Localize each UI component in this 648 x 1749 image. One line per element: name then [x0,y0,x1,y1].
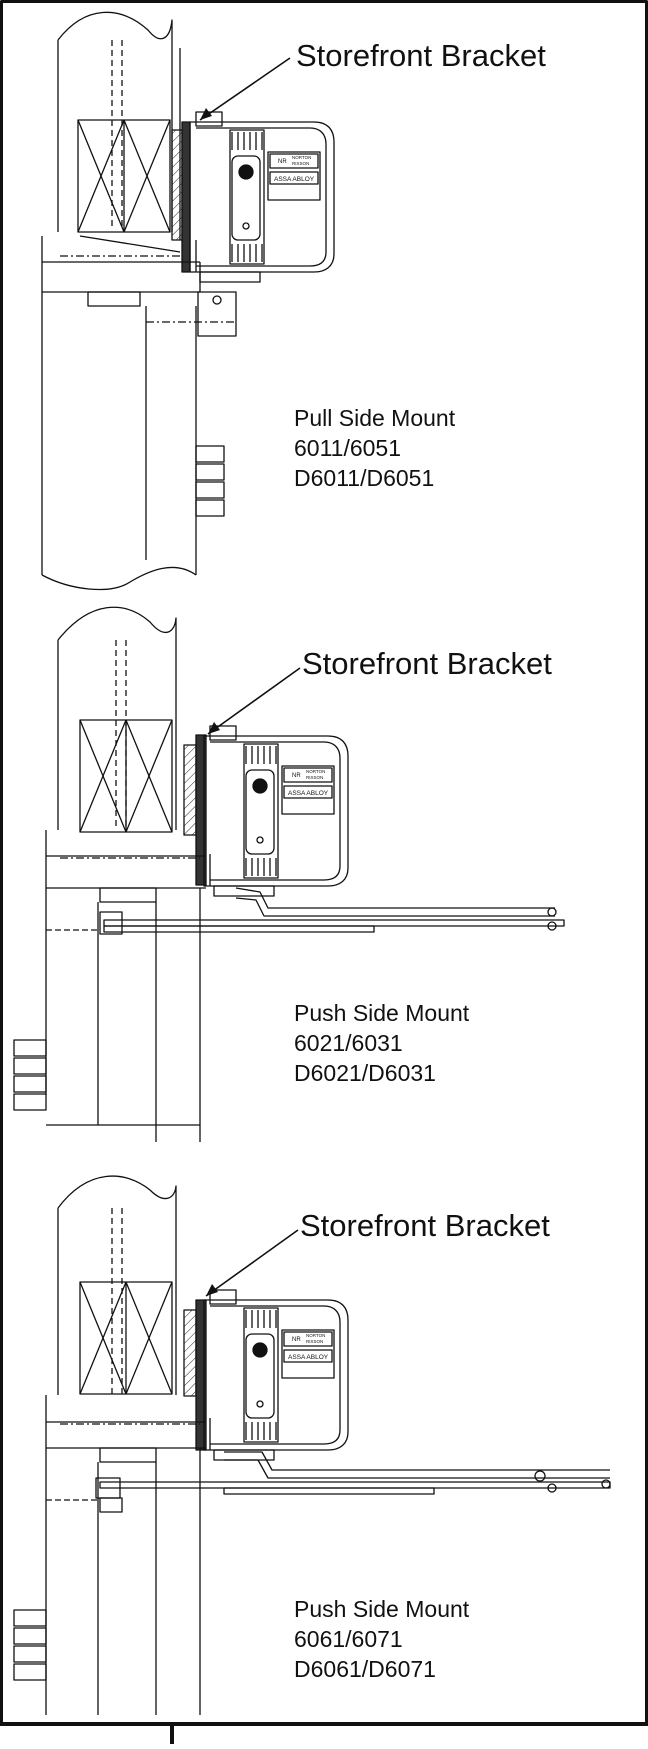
brand-line3-1: ASSA ABLOY [274,176,315,183]
brand-mark-2: NR [292,773,301,779]
brand-line3-3: ASSA ABLOY [288,1354,329,1361]
brand-line2-1: RIXSON [292,161,309,166]
callout-storefront-bracket-2: Storefront Bracket [302,646,552,681]
panel-pull-side [41,11,335,591]
leader-line-2 [207,667,301,735]
model-numbers-d-2: D6021/D6031 [294,1060,436,1086]
mount-title-1: Pull Side Mount [294,405,456,431]
leader-line-1 [199,57,291,121]
brand-labels: NR NORTON RIXSON ASSA ABLOY NR NORTON RI… [274,155,329,1361]
model-numbers-3: 6061/6071 [294,1626,403,1652]
mount-title-2: Push Side Mount [294,1000,470,1026]
brand-line2-3: RIXSON [306,1339,323,1344]
callout-storefront-bracket-3: Storefront Bracket [300,1208,550,1243]
brand-line2-2: RIXSON [306,775,323,780]
brand-mark-1: NR [278,159,287,165]
brand-line1-3: NORTON [306,1333,325,1338]
brand-line3-2: ASSA ABLOY [288,790,329,797]
brand-line1-1: NORTON [292,155,311,160]
leader-line-3 [205,1229,299,1297]
brand-line1-2: NORTON [306,769,325,774]
brand-mark-3: NR [292,1337,301,1343]
leader-arrowhead-2 [208,722,220,734]
leader-arrowhead-3 [206,1284,218,1296]
model-numbers-1: 6011/6051 [294,435,401,461]
leader-arrowhead-1 [200,108,212,120]
model-numbers-d-1: D6011/D6051 [294,465,434,491]
panel-push-side [13,606,565,1142]
callout-storefront-bracket-1: Storefront Bracket [296,38,546,73]
model-numbers-2: 6021/6031 [294,1030,403,1056]
mount-title-3: Push Side Mount [294,1596,470,1622]
model-numbers-d-3: D6061/D6071 [294,1656,436,1682]
panel-push-side-parallel [13,1175,611,1715]
